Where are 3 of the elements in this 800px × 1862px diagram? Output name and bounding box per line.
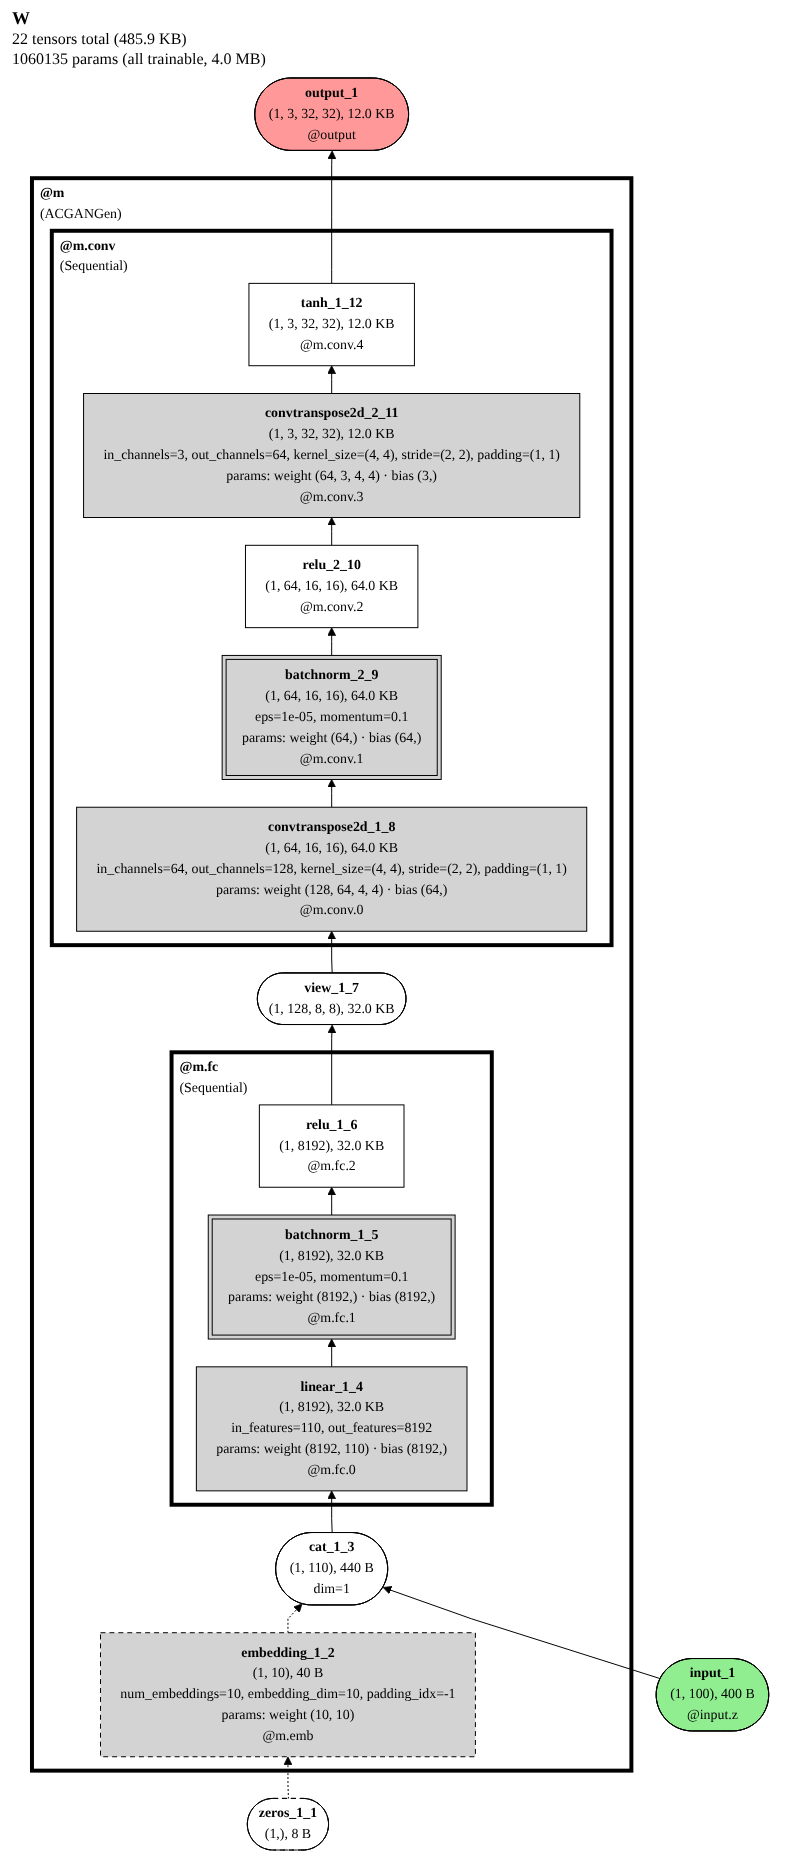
- summary-text: 22 tensors total (485.9 KB): [12, 30, 187, 51]
- summary-text: 1060135 params (all trainable, 4.0 MB): [12, 50, 266, 71]
- diagram-title: W: [12, 8, 30, 31]
